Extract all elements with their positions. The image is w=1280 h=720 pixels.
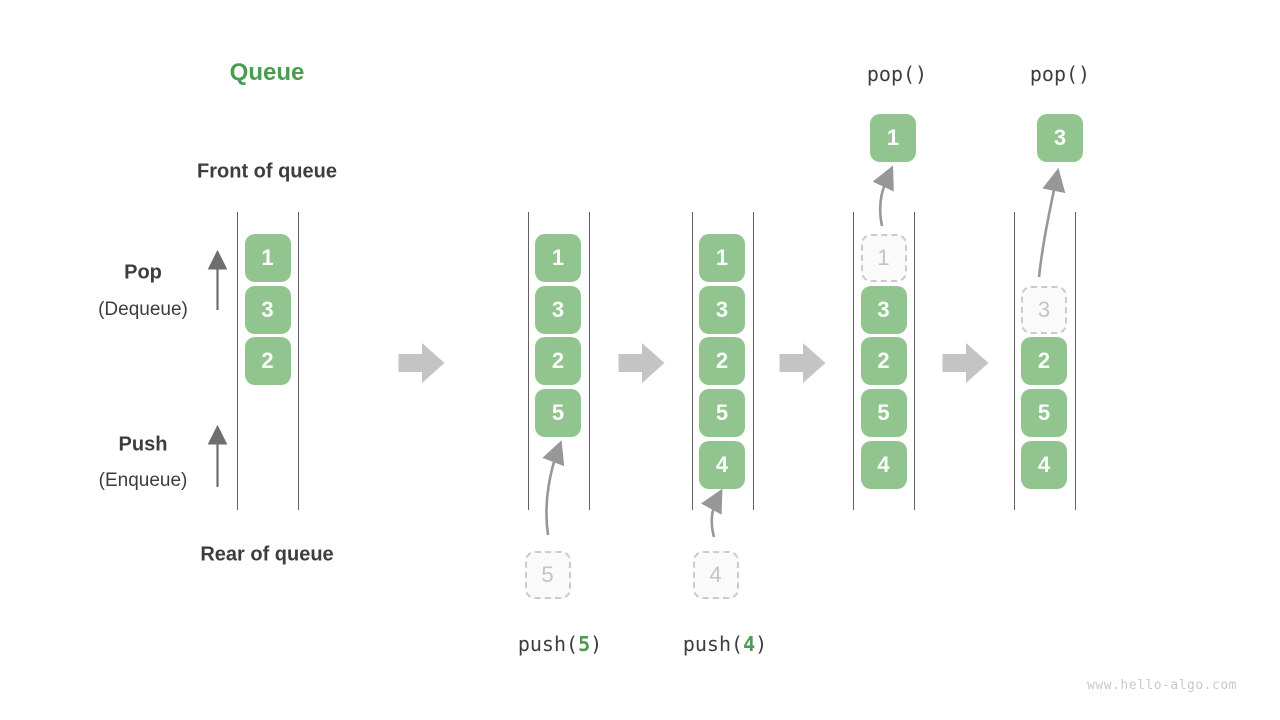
- queue-item: 2: [1021, 337, 1067, 386]
- push-label-part: push(: [517, 632, 579, 656]
- queue-item: 2: [860, 337, 907, 386]
- queue-item: 5: [1021, 389, 1067, 438]
- queue-item: 5: [860, 389, 907, 438]
- queue-item: 3: [244, 285, 291, 334]
- queue-item: 4: [860, 440, 907, 489]
- queue-rail-left: [527, 212, 529, 510]
- right-block-arrow-icon: [398, 343, 445, 383]
- push-label-part: 5: [578, 632, 591, 656]
- queue-item: 2: [244, 337, 291, 386]
- queue-rail-right: [914, 212, 916, 510]
- curved-up-arrow-icon: [701, 488, 723, 538]
- queue-item: 4: [1021, 440, 1067, 489]
- queue-item: 5: [535, 389, 581, 438]
- rear-of-queue-label: Rear of queue: [200, 543, 334, 566]
- queue-rail-right: [752, 212, 754, 510]
- popped-item: 3: [1037, 114, 1083, 162]
- enqueue-side-label: (Enqueue): [98, 470, 188, 491]
- queue-rail-right: [1074, 212, 1076, 510]
- queue-rail-left: [691, 212, 693, 510]
- right-block-arrow-icon: [618, 343, 665, 383]
- queue-item: 5: [699, 389, 745, 438]
- queue-rail-left: [853, 212, 855, 510]
- push-label-part: 4: [743, 632, 756, 656]
- right-block-arrow-icon: [942, 343, 989, 383]
- push-side-label: Push: [118, 433, 168, 456]
- push-source-item: 4: [692, 551, 739, 599]
- queue-item: 1: [699, 234, 745, 282]
- watermark: www.hello-algo.com: [1087, 678, 1237, 693]
- queue-item: 2: [699, 337, 745, 386]
- push-source-item: 5: [524, 551, 571, 599]
- push-operation-label: push(5): [518, 632, 602, 656]
- curved-up-arrow-icon: [1037, 167, 1066, 278]
- queue-item: 1: [535, 234, 581, 282]
- front-of-queue-label: Front of queue: [197, 160, 337, 183]
- pop-operation-label: pop(): [1029, 62, 1091, 86]
- pop-side-label: Pop: [124, 261, 162, 284]
- curved-up-arrow-icon: [872, 165, 894, 227]
- push-label-part: push(: [682, 632, 744, 656]
- dequeue-side-label: (Dequeue): [98, 299, 188, 320]
- queue-rail-right: [588, 212, 590, 510]
- push-label-part: ): [590, 632, 603, 656]
- popped-item: 1: [870, 114, 916, 162]
- queue-rail-left: [1013, 212, 1015, 510]
- queue-item: 1: [244, 234, 291, 282]
- queue-item: 4: [699, 440, 745, 489]
- queue-item: 3: [535, 285, 581, 334]
- queue-rail-right: [298, 212, 300, 510]
- page-title: Queue: [229, 59, 305, 86]
- queue-item-ghost: 1: [860, 234, 907, 282]
- queue-rail-left: [237, 212, 239, 510]
- push-label-part: ): [755, 632, 768, 656]
- right-block-arrow-icon: [779, 343, 826, 383]
- curved-up-arrow-icon: [542, 440, 565, 536]
- queue-item: 3: [699, 285, 745, 334]
- queue-item-ghost: 3: [1021, 285, 1067, 334]
- queue-item: 3: [860, 285, 907, 334]
- queue-item: 2: [535, 337, 581, 386]
- pop-operation-label: pop(): [866, 62, 928, 86]
- push-operation-label: push(4): [683, 632, 767, 656]
